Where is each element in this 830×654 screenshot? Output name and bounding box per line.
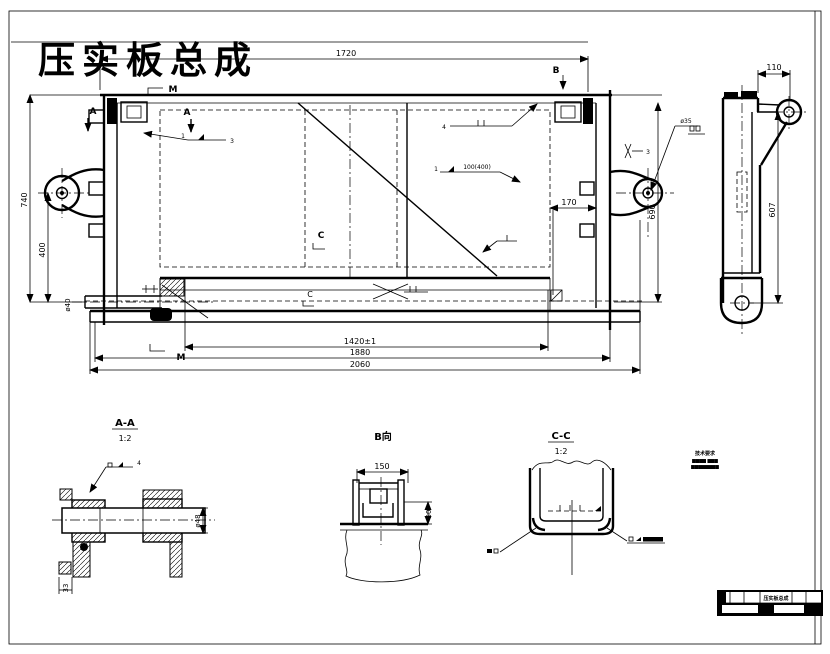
- section-aa-weld: 4: [137, 460, 141, 467]
- side-diagonal-brace: [759, 121, 789, 166]
- front-view-dimensions: 1720 B M A A 740 400 ø40 170 690 ø35: [20, 49, 698, 374]
- weld3-num: 1: [434, 166, 438, 173]
- break-line: [531, 459, 612, 471]
- pivot-shaft: [72, 278, 215, 322]
- front-view: [38, 90, 674, 330]
- marker-c2: C: [307, 290, 313, 299]
- side-view: 110 607: [688, 63, 806, 336]
- view-b-title: B向: [374, 430, 392, 443]
- shaft-section: [61, 507, 206, 534]
- marker-a1: A: [90, 107, 97, 117]
- dim-side-height: 607: [768, 202, 777, 217]
- section-aa-title: A-A: [115, 418, 135, 429]
- page-title: 压实板总成: [38, 39, 258, 82]
- break-line: [344, 529, 423, 583]
- label-lug-hole: ø35: [680, 118, 691, 125]
- panel-hidden-outline: [159, 109, 551, 268]
- title-block-part-name: 压实板总成: [763, 595, 788, 602]
- illegible-weld-note: [643, 537, 663, 542]
- weld1-num: 1: [181, 133, 185, 140]
- technical-notes: 技术要求 ▆▆▆▆ ▆▆▆ ▆▆▆▆▆▆▆▆: [690, 450, 719, 470]
- dim-top-width: 1720: [336, 49, 356, 58]
- dim-left-inner: 400: [38, 242, 47, 257]
- dim-side-width: 110: [766, 63, 781, 72]
- diagonal-brace: [297, 102, 498, 277]
- view-b: B向 150 50: [340, 430, 433, 583]
- section-aa: A-A 1:2 4 ø48 33: [52, 418, 215, 594]
- weld-symbols: 1 3 4 1 100(400) 3: [143, 103, 650, 293]
- weld2-num: 4: [442, 124, 446, 131]
- dim-bottom-outer: 2060: [350, 360, 370, 369]
- marker-m-top: M: [169, 85, 178, 95]
- hinge-block-right: [583, 98, 593, 124]
- weld4-num: 3: [646, 149, 650, 156]
- label-shaft-dia: ø40: [64, 298, 72, 311]
- weld3-spec: 100(400): [463, 164, 491, 171]
- notes-title: 技术要求: [695, 450, 716, 457]
- section-cc: C-C 1:2: [487, 431, 665, 575]
- notes-line-2: ▆▆▆▆▆▆▆▆: [690, 465, 719, 470]
- marker-c1: C: [318, 231, 325, 241]
- dim-left-outer: 740: [20, 192, 29, 207]
- weld1-size: 3: [230, 138, 234, 145]
- marker-b: B: [553, 66, 560, 76]
- dim-b-width: 150: [374, 462, 389, 471]
- dim-right-height: 690: [648, 204, 657, 219]
- marker-a2: A: [184, 108, 191, 118]
- channel-outline: [528, 468, 615, 536]
- marker-m-bottom: M: [177, 353, 186, 363]
- hinge-block-left: [107, 98, 117, 124]
- dim-bottom-inner: 1420±1: [344, 337, 376, 346]
- dim-bottom-mid: 1880: [350, 348, 370, 357]
- notes-line-1: ▆▆▆▆ ▆▆▆: [691, 459, 718, 464]
- section-cc-scale: 1:2: [555, 447, 568, 456]
- title-block: 压实板总成: [717, 590, 823, 616]
- dim-right-offset: 170: [561, 198, 576, 207]
- section-aa-scale: 1:2: [119, 434, 132, 443]
- dim-b-height: 50: [425, 510, 433, 519]
- sheet-frame: [8, 10, 822, 645]
- section-cc-title: C-C: [551, 431, 570, 442]
- dim-plate-thk: 33: [62, 584, 70, 593]
- right-pivot-lug: [609, 168, 674, 240]
- dim-shaft-dia: ø48: [194, 514, 202, 527]
